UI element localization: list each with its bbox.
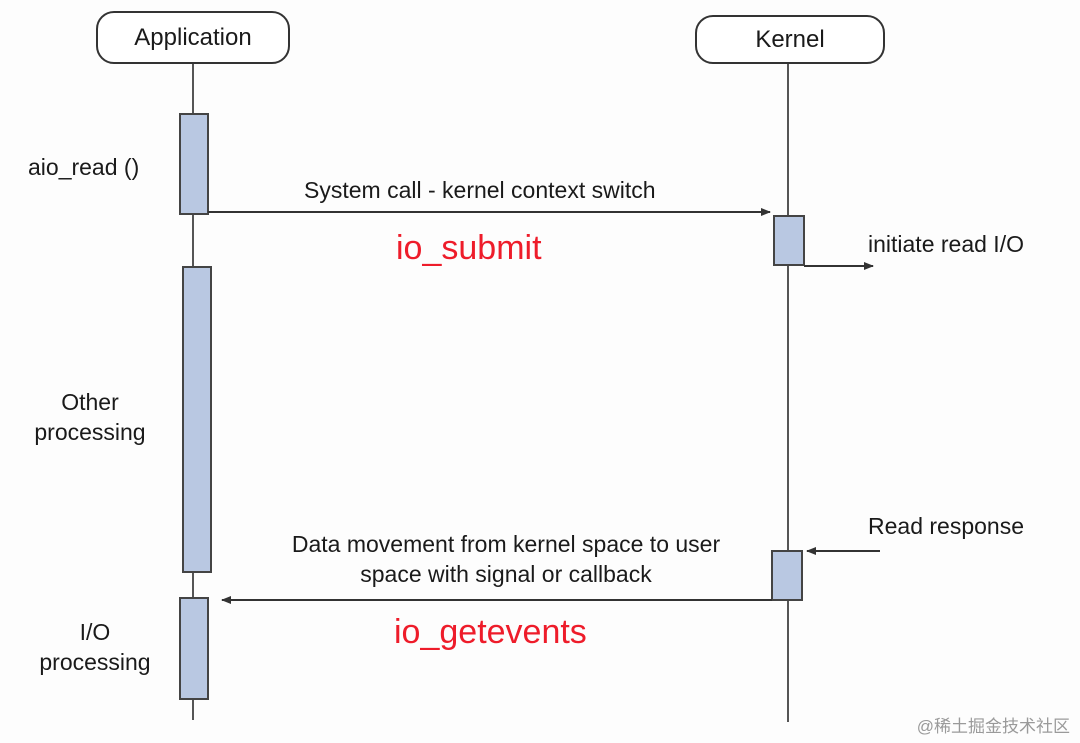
application-header: Application bbox=[96, 11, 290, 64]
initiate-read-label: initiate read I/O bbox=[868, 231, 1024, 257]
watermark: @稀土掘金技术社区 bbox=[916, 717, 1070, 736]
data-movement-line-2: space with signal or callback bbox=[360, 561, 652, 587]
data-movement-line-1: Data movement from kernel space to user bbox=[291, 531, 721, 557]
data-movement-label: Data movement from kernel space to user … bbox=[246, 529, 766, 589]
system-call-label: System call - kernel context switch bbox=[304, 177, 656, 203]
activation-aio-read bbox=[179, 113, 209, 215]
other-processing-line-1: Other bbox=[61, 389, 119, 415]
kernel-header-label: Kernel bbox=[755, 26, 825, 53]
io-submit-label: io_submit bbox=[396, 229, 542, 267]
other-processing-line-2: processing bbox=[34, 419, 146, 445]
io-processing-label: I/O processing bbox=[25, 617, 165, 677]
io-processing-line-2: processing bbox=[39, 649, 151, 675]
kernel-header: Kernel bbox=[695, 15, 885, 64]
activation-other-processing bbox=[182, 266, 212, 573]
aio-read-label: aio_read () bbox=[28, 154, 140, 180]
activation-kernel-submit bbox=[773, 215, 805, 266]
other-processing-label: Other processing bbox=[20, 387, 160, 447]
read-response-label: Read response bbox=[868, 513, 1024, 539]
activation-io-processing bbox=[179, 597, 209, 700]
application-header-label: Application bbox=[134, 24, 252, 51]
io-getevents-label: io_getevents bbox=[394, 613, 587, 651]
activation-kernel-response bbox=[771, 550, 803, 601]
io-processing-line-1: I/O bbox=[79, 619, 111, 645]
